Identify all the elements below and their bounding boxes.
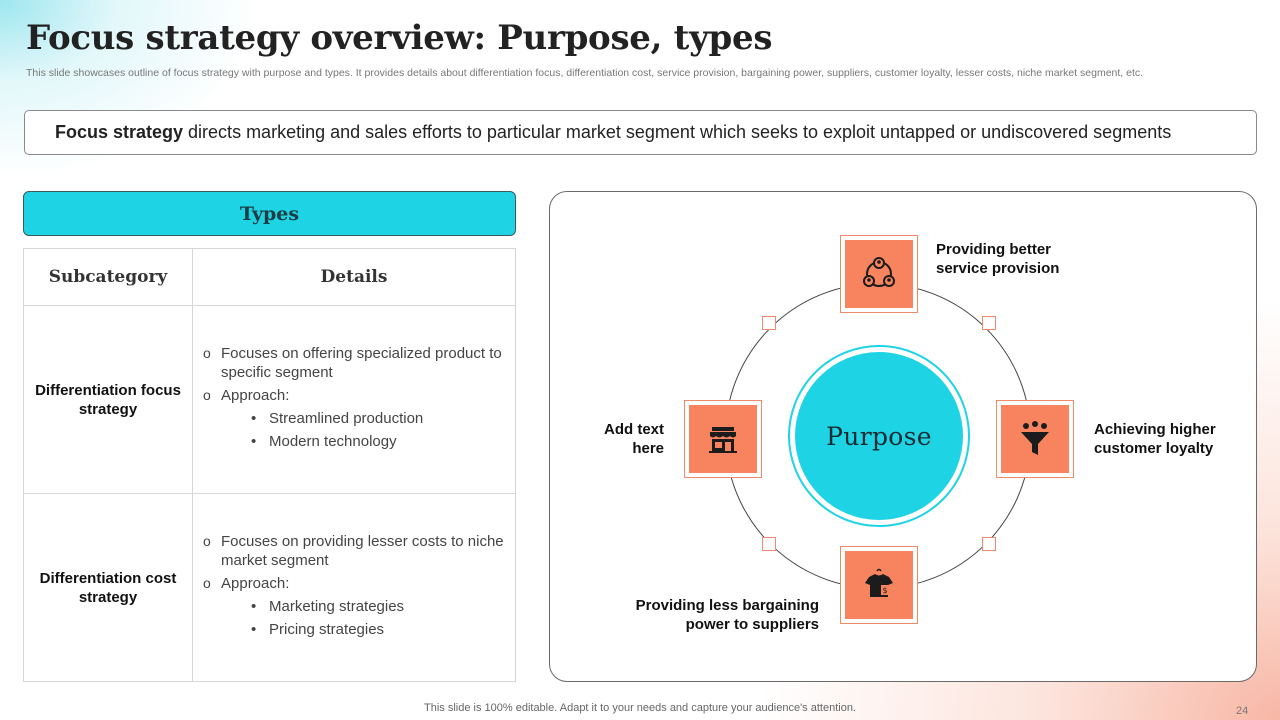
purpose-label-right: Achieving higher customer loyalty bbox=[1094, 421, 1216, 457]
purpose-label-bottom: Providing less bargaining power to suppl… bbox=[635, 597, 819, 633]
detail-subpoint: •Modern technology bbox=[251, 433, 397, 450]
network-people-icon bbox=[863, 257, 895, 287]
subcategory-cell: Differentiation cost strategy bbox=[23, 493, 193, 682]
purpose-label-left: Add text here bbox=[604, 421, 664, 457]
loyalty-icon-box bbox=[996, 400, 1074, 478]
footer-note: This slide is 100% editable. Adapt it to… bbox=[424, 702, 856, 714]
definition-text: directs marketing and sales efforts to p… bbox=[188, 122, 1172, 142]
storefront-icon bbox=[709, 427, 737, 453]
text-placeholder-icon-box bbox=[684, 400, 762, 478]
column-header-subcategory: Subcategory bbox=[23, 248, 193, 306]
bargaining-icon-box: $ bbox=[840, 546, 918, 624]
slide-title: Focus strategy overview: Purpose, types bbox=[26, 18, 773, 58]
detail-subpoint: •Marketing strategies bbox=[251, 598, 405, 615]
bullet-icon: • bbox=[251, 433, 257, 450]
svg-text:$: $ bbox=[882, 586, 887, 595]
hollow-bullet-icon: o bbox=[203, 345, 211, 361]
hollow-bullet-icon: o bbox=[203, 387, 211, 403]
types-table: Subcategory Details Differentiation focu… bbox=[23, 248, 516, 682]
types-header: Types bbox=[23, 191, 516, 236]
bullet-icon: • bbox=[251, 621, 257, 638]
hollow-bullet-icon: o bbox=[203, 533, 211, 549]
purpose-label-top: Providing better service provision bbox=[936, 241, 1060, 277]
ring-marker bbox=[762, 316, 776, 330]
service-icon-box bbox=[840, 235, 918, 313]
tshirt-tag-icon: $ bbox=[865, 568, 893, 597]
bullet-icon: • bbox=[251, 410, 257, 427]
definition-box: Focus strategy directs marketing and sal… bbox=[24, 110, 1257, 155]
hollow-bullet-icon: o bbox=[203, 575, 211, 591]
definition-term: Focus strategy bbox=[55, 122, 184, 142]
detail-subpoint: •Pricing strategies bbox=[251, 621, 385, 638]
funnel-icon bbox=[1021, 421, 1049, 455]
bullet-icon: • bbox=[251, 598, 257, 615]
page-number: 24 bbox=[1236, 705, 1249, 717]
ring-marker bbox=[982, 316, 996, 330]
table-header-row: Subcategory Details bbox=[23, 248, 516, 306]
subcategory-cell: Differentiation focus strategy bbox=[23, 305, 193, 494]
detail-subpoint: •Streamlined production bbox=[251, 410, 424, 427]
column-header-details: Details bbox=[192, 248, 516, 306]
slide-subtitle: This slide showcases outline of focus st… bbox=[26, 67, 1144, 79]
purpose-circle: Purpose bbox=[795, 352, 963, 520]
ring-marker bbox=[762, 537, 776, 551]
ring-marker bbox=[982, 537, 996, 551]
